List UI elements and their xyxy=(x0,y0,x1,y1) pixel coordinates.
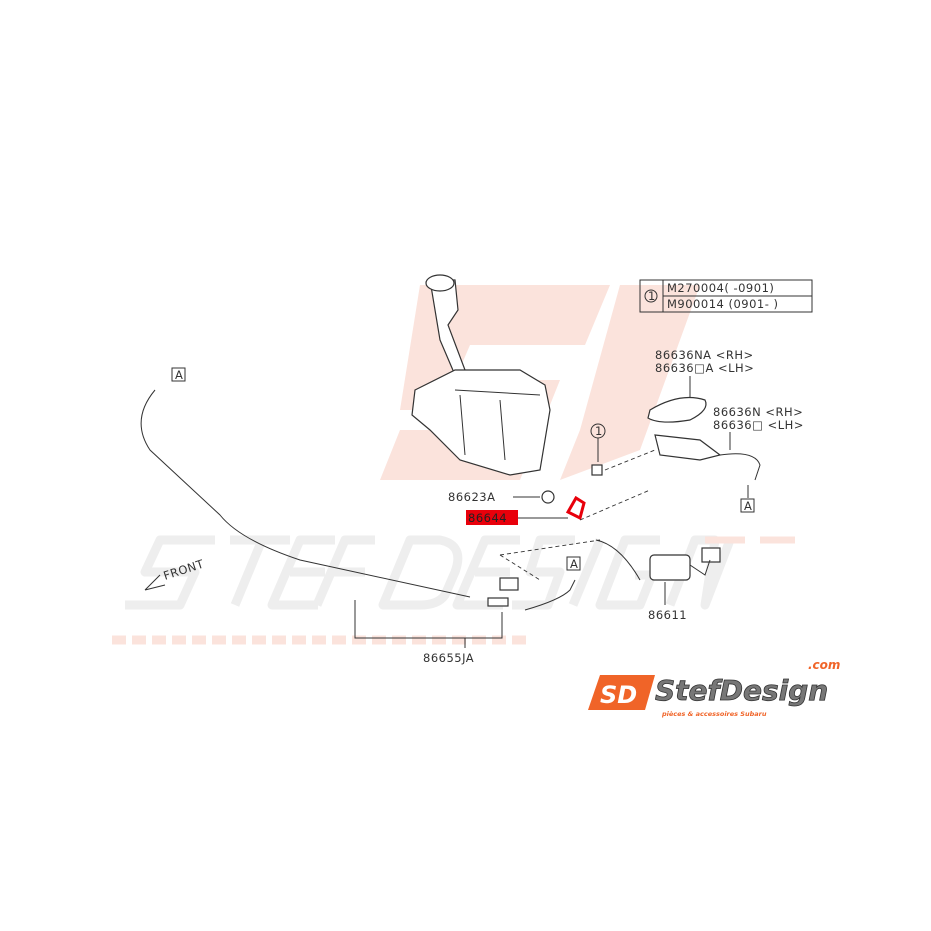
grommet xyxy=(541,490,555,504)
nozzle-label-lh: 86636□ <LH> xyxy=(713,418,804,432)
grommet-label: 86623A xyxy=(448,490,495,504)
nozzle-cover-label-rh: 86636NA <RH> xyxy=(655,348,754,362)
watermark-brand-lettering xyxy=(125,535,735,610)
washer-nozzle xyxy=(654,434,722,461)
pump-label: 86611 xyxy=(648,608,687,622)
part-number-table: 1 M270004( -0901) M900014 (0901- ) xyxy=(639,279,813,313)
table-ref: 1 xyxy=(648,289,656,303)
logo-domain: .com xyxy=(808,658,840,672)
logo-brand: StefDesign xyxy=(655,674,828,707)
table-row: M900014 (0901- ) xyxy=(667,297,779,311)
connector-a-label: A xyxy=(570,557,578,571)
hose-label: 86655JA xyxy=(423,651,474,665)
bolt xyxy=(591,464,603,476)
clip-highlighted xyxy=(565,495,586,521)
logo-mark: SD xyxy=(600,681,637,709)
stefdesign-logo: SD StefDesign .com pièces & accessoires … xyxy=(588,658,840,718)
bolt-ref-label: 1 xyxy=(595,424,603,438)
nozzle-cover-label-lh: 86636□A <LH> xyxy=(655,361,754,375)
washer-hose xyxy=(140,389,576,611)
front-label: FRONT xyxy=(162,556,207,582)
connector-a-label: A xyxy=(744,499,752,513)
nozzle-cover xyxy=(647,397,707,423)
logo-tagline: pièces & accessoires Subaru xyxy=(661,710,767,718)
table-row: M270004( -0901) xyxy=(667,281,774,295)
nozzle-label-rh: 86636N <RH> xyxy=(713,405,803,419)
clip-label[interactable]: 86644 xyxy=(468,511,507,525)
connector-a-label: A xyxy=(175,368,183,382)
clip-label-highlight xyxy=(466,510,518,525)
washer-pump xyxy=(595,539,721,605)
washer-tank xyxy=(411,274,551,476)
